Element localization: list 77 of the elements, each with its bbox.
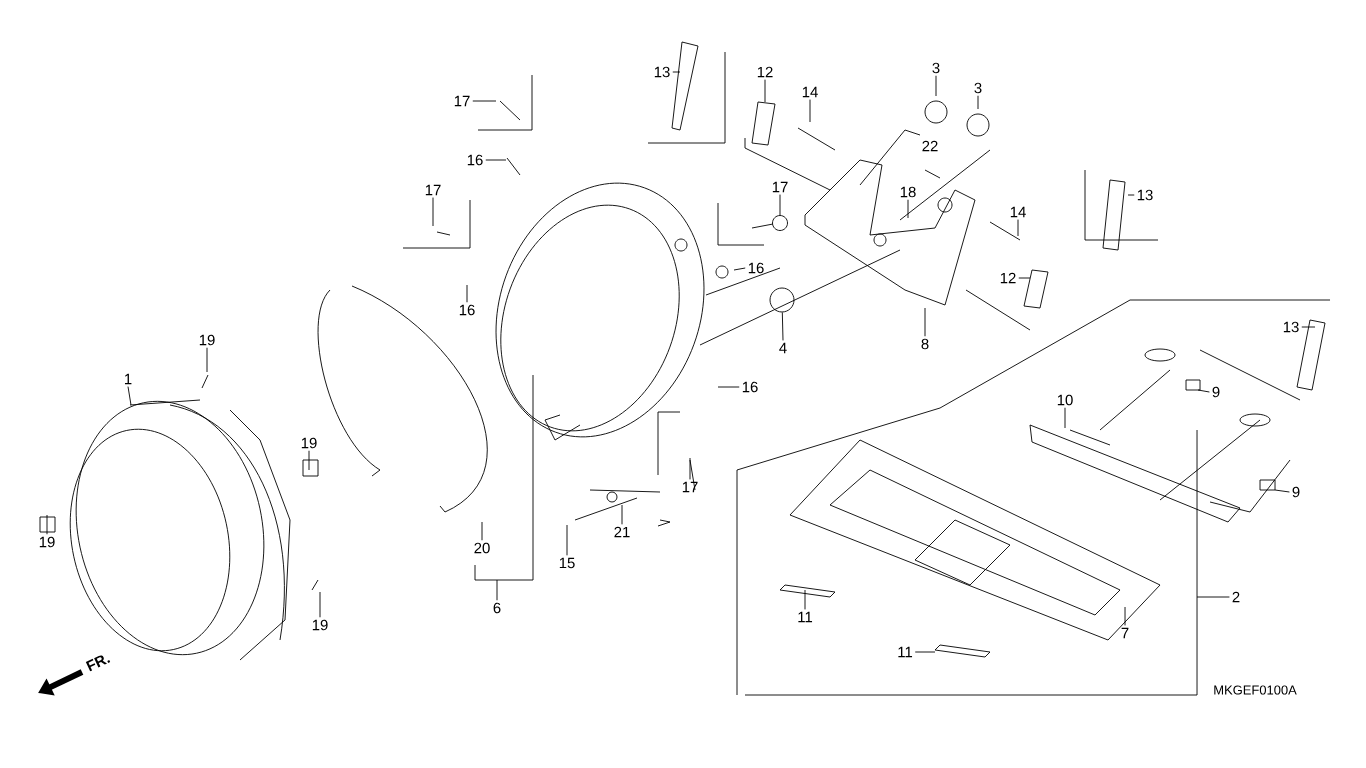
leader-line xyxy=(907,199,909,219)
bolt-head xyxy=(772,215,788,231)
leader-line xyxy=(206,347,208,373)
callout-number: 16 xyxy=(459,304,475,316)
leader-line xyxy=(472,100,497,102)
leader-line xyxy=(432,197,434,227)
callout-number: 18 xyxy=(900,186,916,198)
callout-number: 14 xyxy=(802,86,818,98)
callout-number: 7 xyxy=(1121,627,1129,639)
leader-line xyxy=(485,159,507,161)
leader-line xyxy=(1197,389,1210,393)
callout-number: 16 xyxy=(742,381,758,393)
callout-number: 17 xyxy=(425,184,441,196)
leader-line xyxy=(764,79,766,103)
callout-number: 13 xyxy=(1137,189,1153,201)
leader-line xyxy=(779,194,781,216)
callout-number: 9 xyxy=(1292,486,1300,498)
callout-number: 9 xyxy=(1212,386,1220,398)
callout-number: 17 xyxy=(682,481,698,493)
callout-number: 4 xyxy=(779,342,787,354)
leader-line xyxy=(914,651,936,653)
leader-line xyxy=(924,307,926,337)
leader-line xyxy=(1064,407,1066,429)
callout-number: 3 xyxy=(974,82,982,94)
callout-number: 20 xyxy=(474,542,490,554)
leader-line xyxy=(804,589,806,610)
leader-line xyxy=(781,312,784,341)
callout-number: 11 xyxy=(798,611,813,623)
callout-number: 12 xyxy=(1000,272,1016,284)
leader-line xyxy=(46,514,48,535)
leader-line xyxy=(809,99,811,123)
callout-number: 14 xyxy=(1010,206,1026,218)
leader-line xyxy=(977,95,979,110)
callout-number: 8 xyxy=(921,338,929,350)
leader-line xyxy=(466,284,468,303)
callout-number: 11 xyxy=(898,646,913,658)
direction-label: FR. xyxy=(85,655,111,672)
callout-number: 17 xyxy=(454,95,470,107)
callout-number: 13 xyxy=(654,66,670,78)
leader-line xyxy=(1196,596,1230,598)
leader-line xyxy=(566,524,568,556)
leader-line xyxy=(308,450,310,471)
callout-number: 13 xyxy=(1283,321,1299,333)
leader-line xyxy=(672,71,681,73)
callout-number: 19 xyxy=(39,536,55,548)
callout-number: 1 xyxy=(125,373,132,385)
leader-line xyxy=(1127,194,1135,196)
callout-number: 22 xyxy=(922,140,938,152)
callout-number: 19 xyxy=(301,437,317,449)
leader-line xyxy=(1124,606,1126,626)
callout-number: 16 xyxy=(748,262,764,274)
callout-number: 3 xyxy=(932,62,940,74)
callout-number: 15 xyxy=(559,557,575,569)
leader-line xyxy=(474,374,534,601)
leader-line xyxy=(1274,489,1290,493)
leader-line xyxy=(717,386,740,388)
leader-line xyxy=(689,457,691,480)
callout-number: 21 xyxy=(614,526,630,538)
callout-number: 6 xyxy=(493,602,501,614)
leader-line xyxy=(481,521,483,541)
callout-number: 17 xyxy=(772,181,788,193)
callout-number: 19 xyxy=(199,334,215,346)
callout-number: 16 xyxy=(467,154,483,166)
callout-number: 10 xyxy=(1057,394,1073,406)
spring-coil xyxy=(769,287,795,313)
leader-line xyxy=(621,504,623,525)
drawing-code: MKGEF0100A xyxy=(1214,685,1297,695)
leader-line xyxy=(127,386,132,406)
leader-line xyxy=(1301,326,1316,328)
callout-number: 2 xyxy=(1232,591,1240,603)
leader-line xyxy=(1017,219,1019,237)
callout-number: 19 xyxy=(312,619,328,631)
leader-line xyxy=(935,75,937,97)
leader-line xyxy=(733,267,746,271)
leader-line xyxy=(1018,277,1031,279)
leader-line xyxy=(319,591,321,618)
callout-number: 12 xyxy=(757,66,773,78)
